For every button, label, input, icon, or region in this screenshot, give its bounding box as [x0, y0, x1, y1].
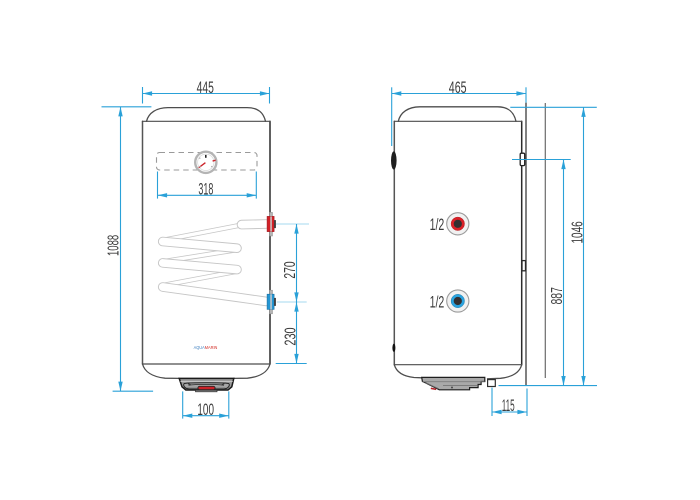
- svg-text:1/2: 1/2: [430, 216, 445, 234]
- svg-text:230: 230: [281, 327, 298, 345]
- svg-text:115: 115: [502, 396, 515, 415]
- svg-text:AQUAMARIN: AQUAMARIN: [194, 344, 218, 349]
- svg-text:318: 318: [198, 180, 213, 199]
- svg-text:100: 100: [197, 400, 214, 418]
- svg-text:887: 887: [548, 287, 566, 304]
- svg-text:1/2: 1/2: [430, 293, 445, 311]
- svg-text:445: 445: [197, 79, 215, 97]
- svg-text:1046: 1046: [568, 221, 586, 243]
- svg-text:270: 270: [281, 261, 299, 278]
- svg-text:1088: 1088: [104, 235, 122, 256]
- svg-text:465: 465: [449, 79, 467, 97]
